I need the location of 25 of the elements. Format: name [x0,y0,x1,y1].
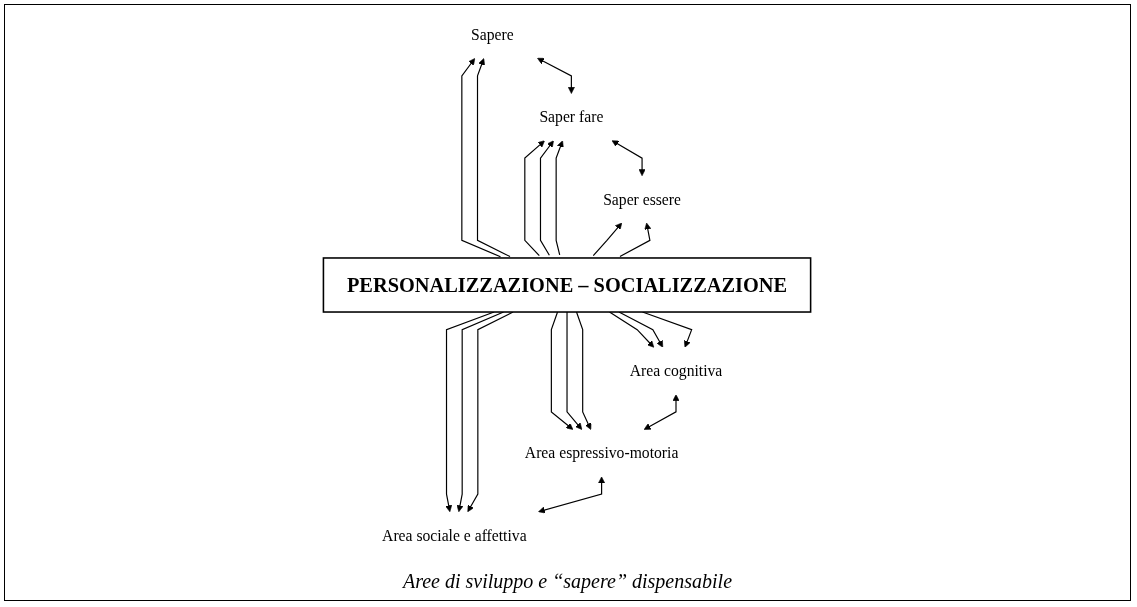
arrow [566,311,583,430]
node-text: Area sociale e affettiva [382,526,528,544]
arrow [576,311,592,430]
arrow [619,222,652,258]
node-text: Saper essere [603,190,682,208]
arrow [618,311,664,348]
node-text: Sapere [471,26,515,44]
arrow [612,140,646,177]
arrow [540,140,555,256]
arrow [556,140,565,256]
node-text: Saper fare [539,108,604,126]
arrow [524,140,546,257]
caption: Aree di sviluppo e “sapere” dispensabile [401,570,733,593]
arrow [538,476,606,514]
arrow [461,58,502,258]
arrow [477,58,512,258]
node-text: Area cognitiva [630,362,723,380]
diagram-frame: Sapere Saper fare Saper essere PERSONALIZZAZIONE – SOCIALIZZAZIONE Area cognitiva Area espressivo-motoria Area sociale e affettiva Aree di sviluppo e “sapere” dispensabile [4,4,1131,601]
arrow [644,394,680,430]
arrow [537,57,576,94]
arrow [609,311,655,348]
arrow [551,311,574,430]
node-box [323,257,812,313]
arrow [593,222,623,257]
node-text: Area espressivo-motoria [525,444,679,462]
